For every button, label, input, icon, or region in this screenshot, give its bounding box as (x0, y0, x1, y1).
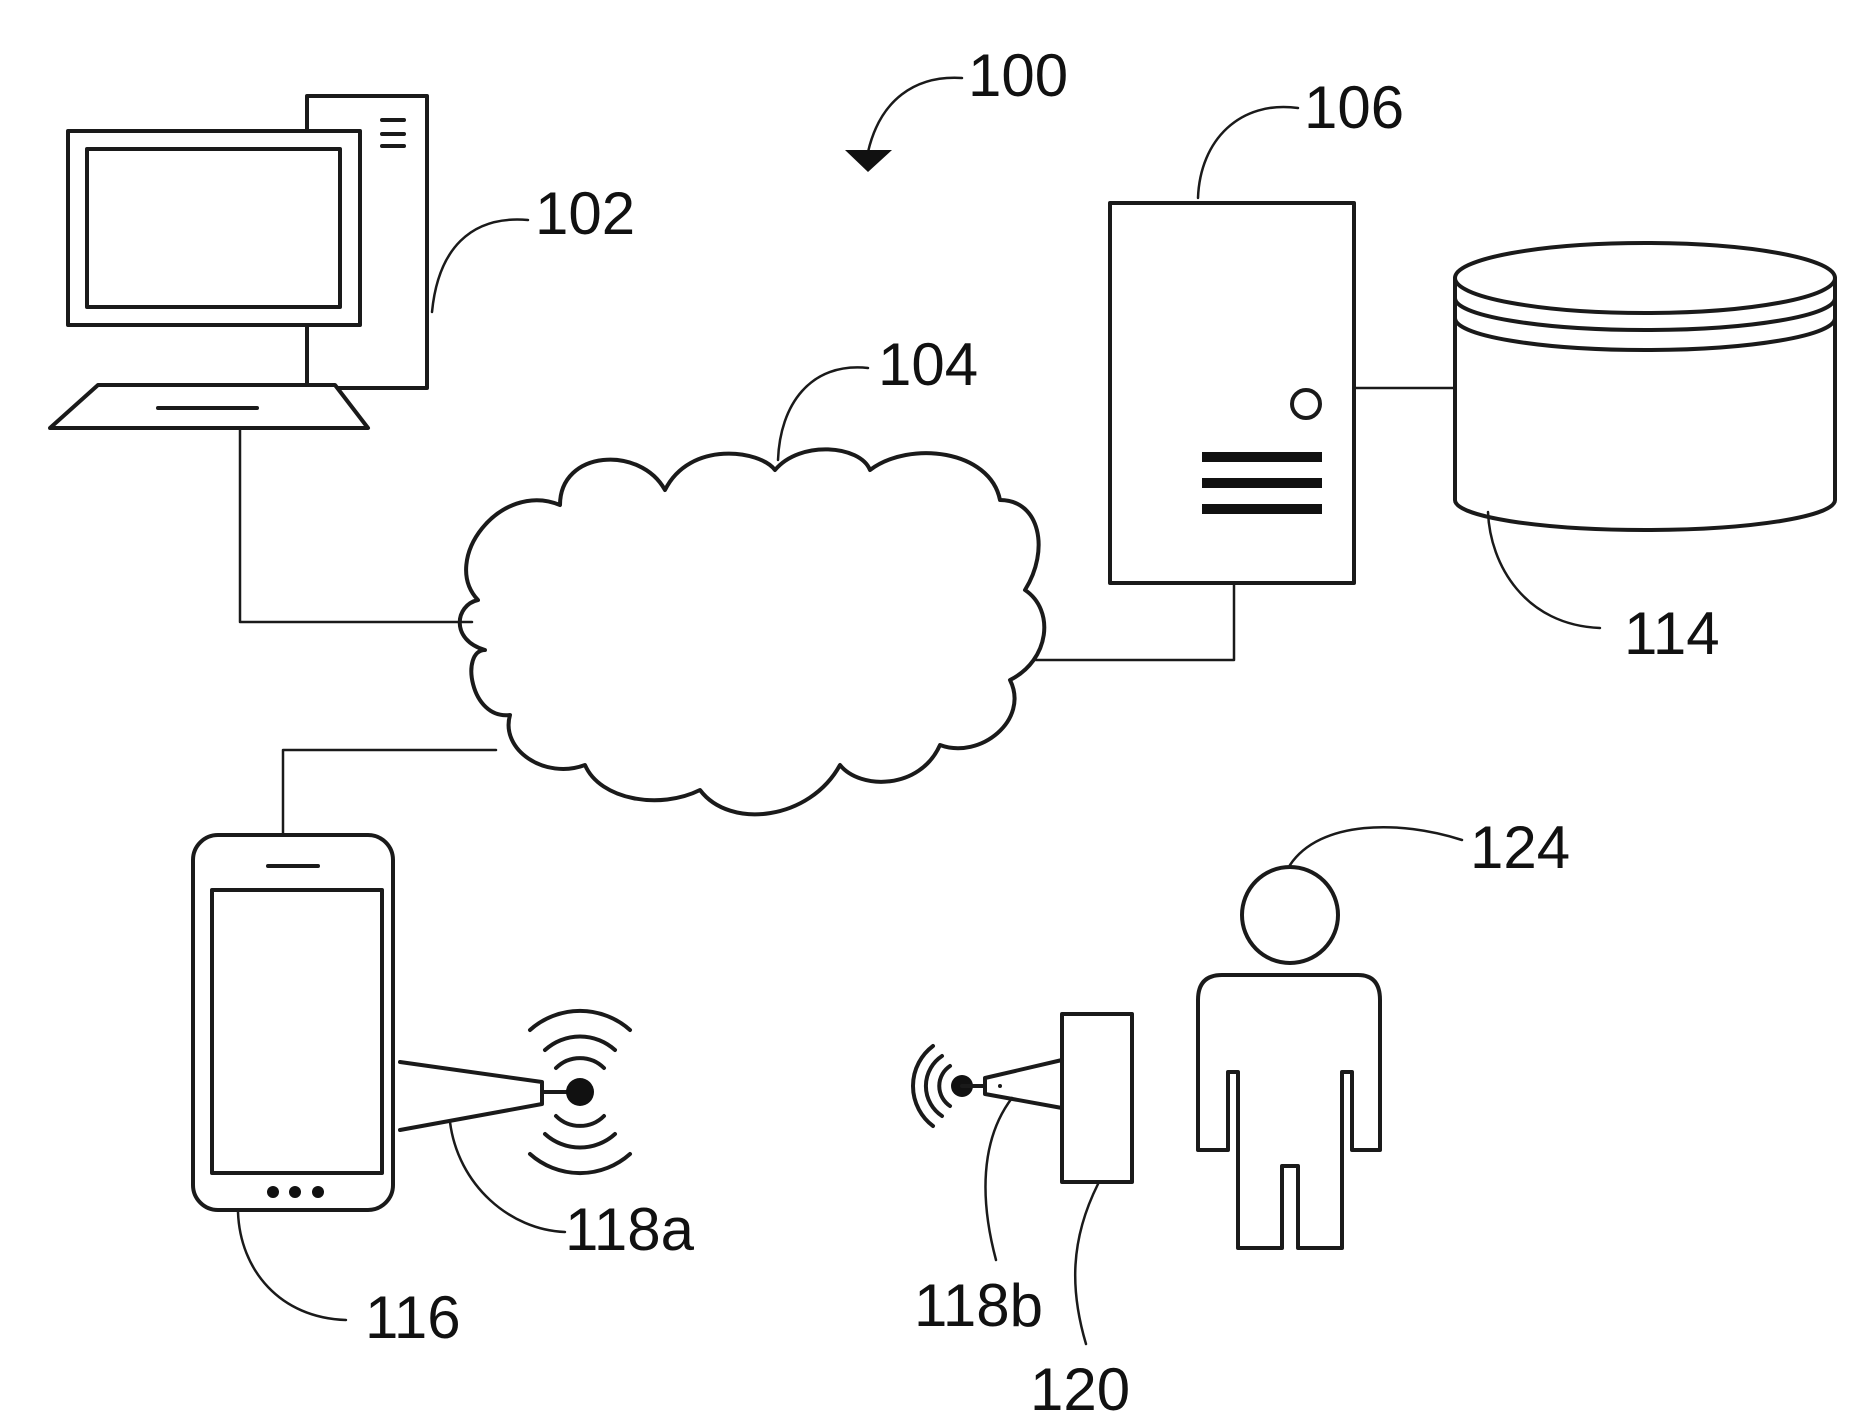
label-116: 116 (365, 1284, 461, 1351)
computer-icon (50, 96, 427, 428)
person-icon (1198, 867, 1380, 1248)
label-120: 120 (1030, 1356, 1130, 1416)
label-114: 114 (1624, 600, 1720, 667)
database-icon (1455, 243, 1835, 530)
label-104: 104 (878, 331, 978, 398)
label-124: 124 (1470, 814, 1570, 881)
label-106: 106 (1304, 74, 1404, 141)
label-102: 102 (535, 180, 635, 247)
reference-labels: 100 102 104 106 114 116 118a 118b 120 12… (365, 42, 1720, 1416)
leader-lines (238, 78, 1600, 1344)
smartphone-icon (193, 835, 393, 1210)
label-100: 100 (968, 42, 1068, 109)
beacon-icon (951, 1014, 1132, 1182)
cloud-icon (460, 449, 1045, 814)
label-118a: 118a (565, 1196, 695, 1263)
wireless-signal-icon (400, 1011, 630, 1173)
label-118b: 118b (914, 1272, 1043, 1339)
server-icon (1110, 203, 1354, 583)
